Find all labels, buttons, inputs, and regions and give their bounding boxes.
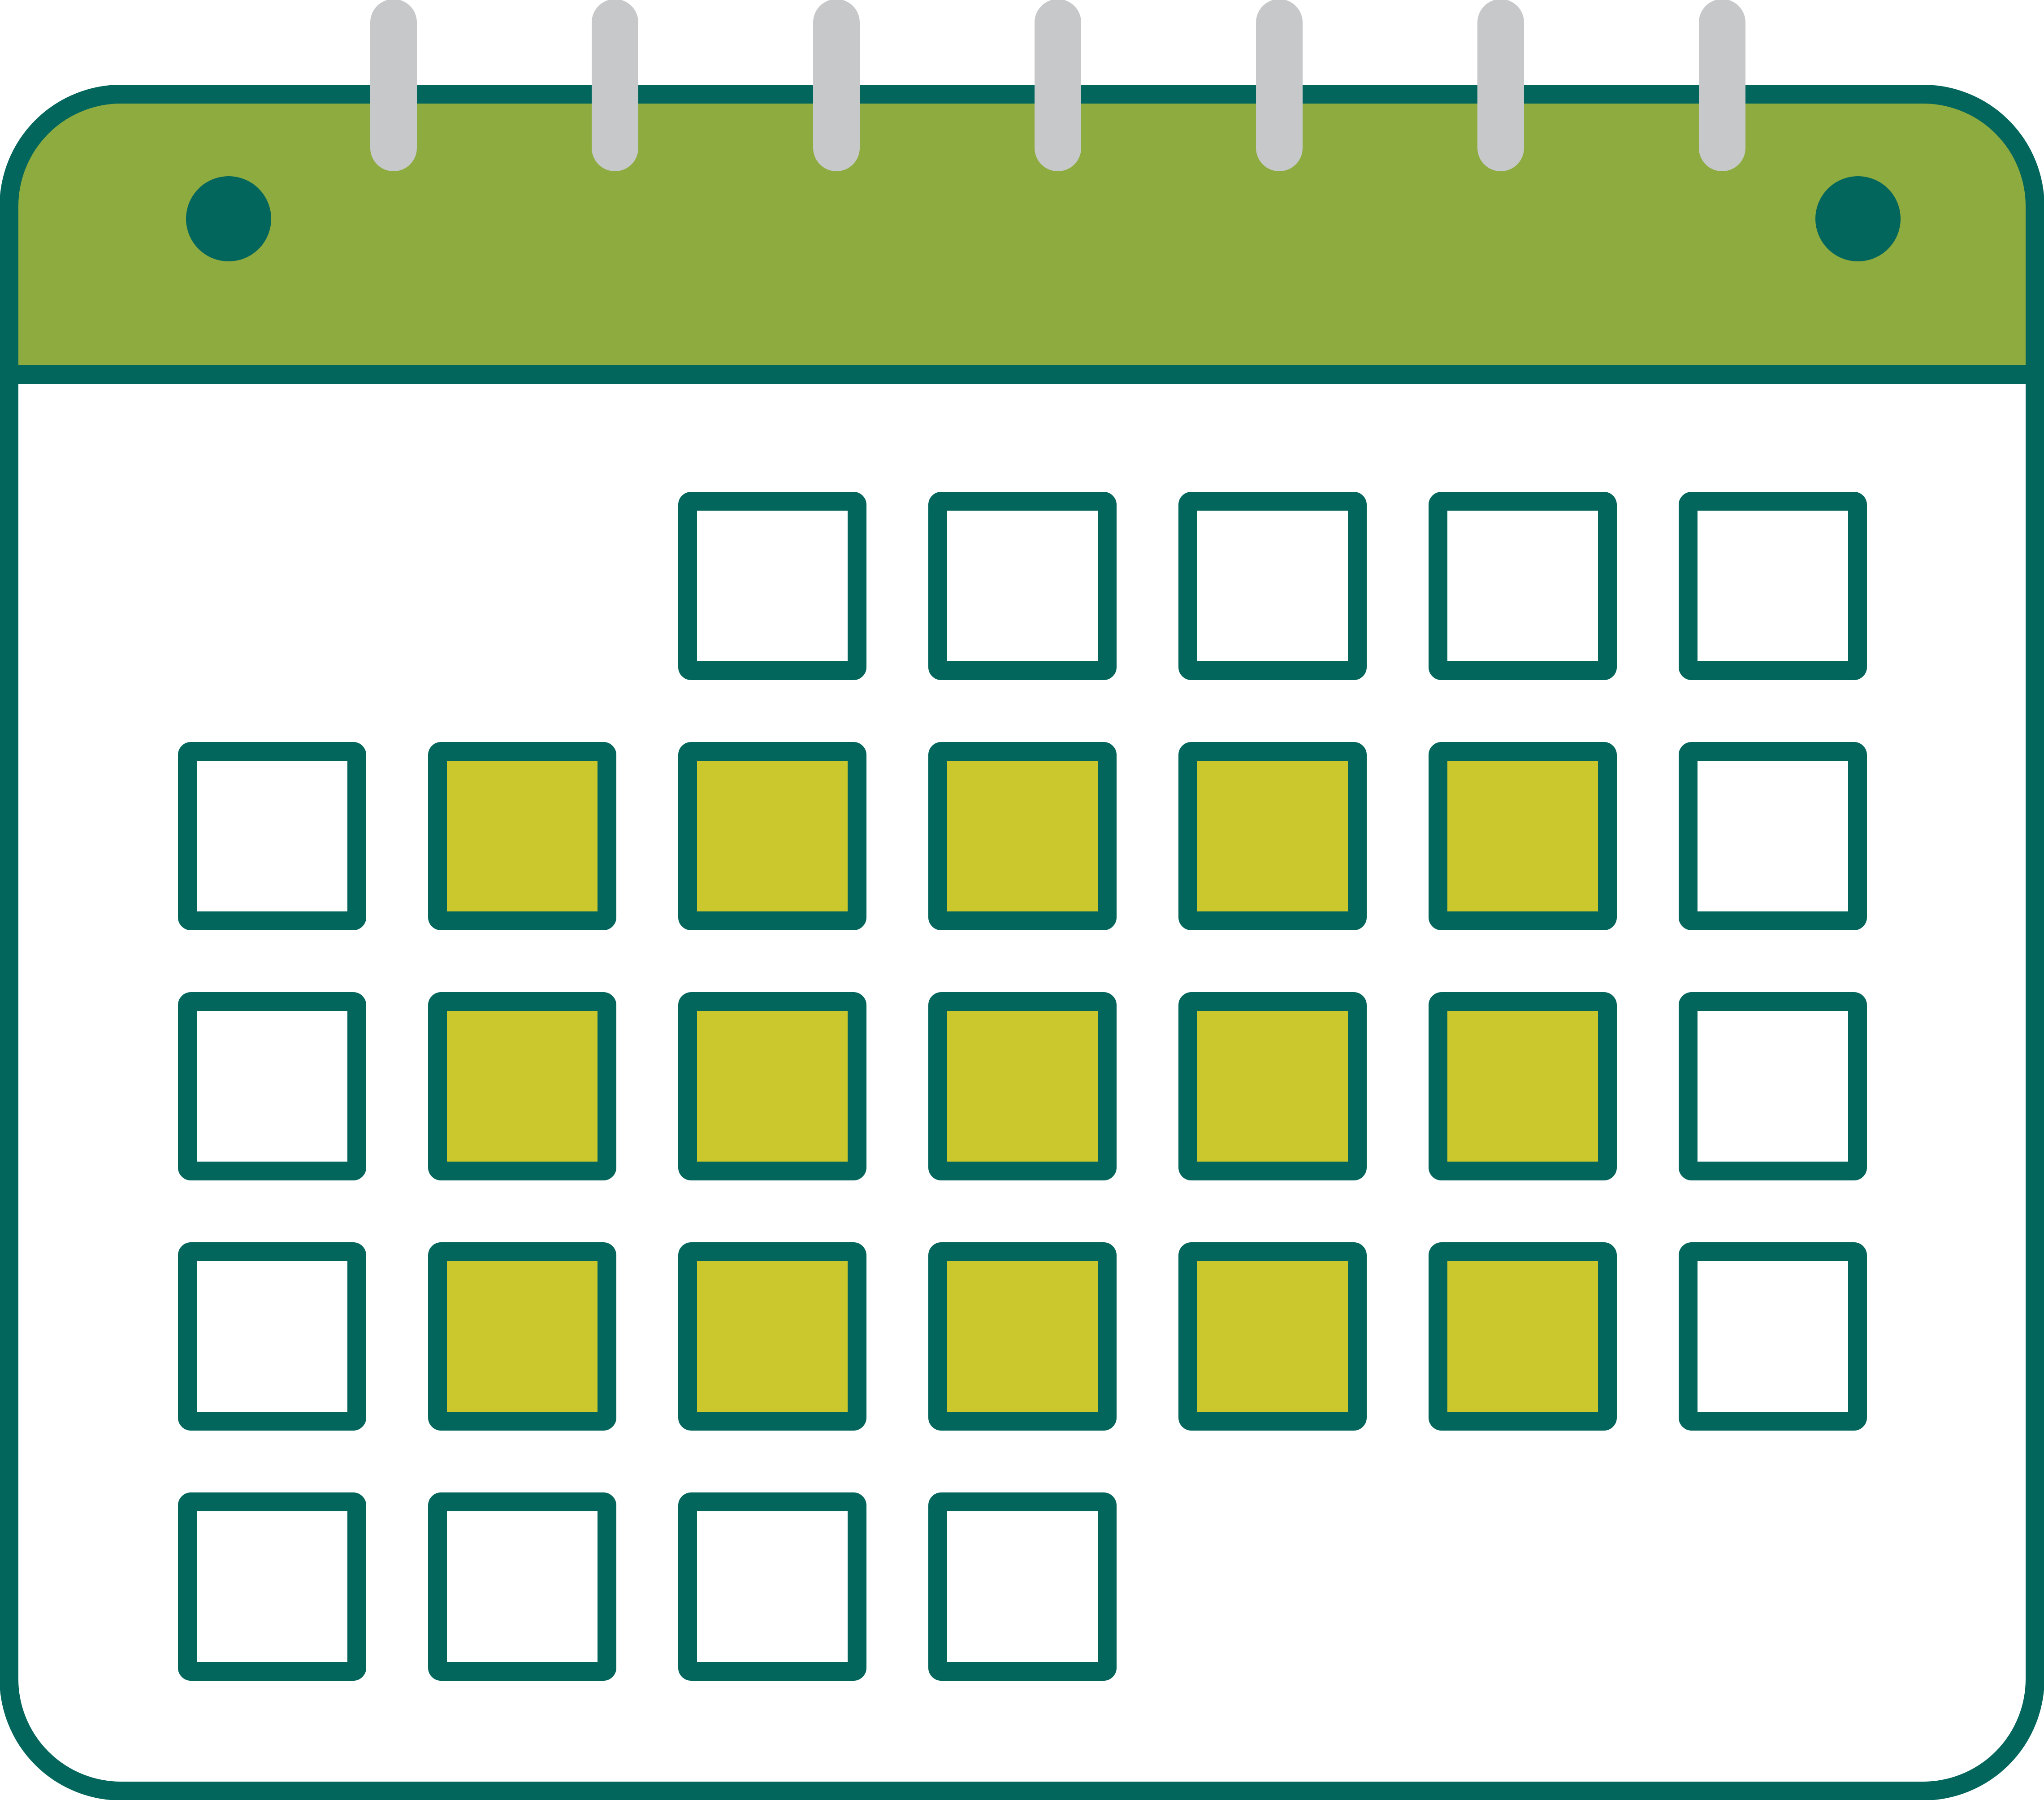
binder-ring-icon xyxy=(1477,0,1524,171)
day-cell xyxy=(928,1492,1117,1681)
day-cell xyxy=(678,492,866,680)
day-cell-highlighted xyxy=(1429,1242,1617,1431)
binding-hole-right-icon xyxy=(1815,176,1901,261)
day-cell-highlighted xyxy=(928,992,1117,1180)
calendar-outline xyxy=(0,85,2044,1800)
binder-ring-icon xyxy=(370,0,417,171)
calendar-header xyxy=(9,94,2035,374)
day-cell-highlighted xyxy=(428,1242,616,1431)
day-cell xyxy=(1429,492,1617,680)
binding-hole-left-icon xyxy=(186,176,271,261)
day-cell xyxy=(1679,1242,1867,1431)
binder-ring-icon xyxy=(1699,0,1745,171)
binder-ring-icon xyxy=(592,0,638,171)
binder-ring-icon xyxy=(1035,0,1081,171)
day-cell-highlighted xyxy=(928,742,1117,930)
binder-rings xyxy=(370,0,1745,171)
binder-ring-icon xyxy=(1256,0,1303,171)
day-cell xyxy=(1679,992,1867,1180)
day-cell xyxy=(178,1242,366,1431)
day-cell xyxy=(1178,492,1367,680)
binder-ring-icon xyxy=(813,0,860,171)
day-cell-highlighted xyxy=(678,992,866,1180)
day-cell xyxy=(178,1492,366,1681)
day-cell-highlighted xyxy=(1429,742,1617,930)
day-cell-highlighted xyxy=(1429,992,1617,1180)
day-cell-highlighted xyxy=(1178,992,1367,1180)
day-cell xyxy=(1679,492,1867,680)
day-cell xyxy=(428,1492,616,1681)
day-cell xyxy=(928,492,1117,680)
day-cell-highlighted xyxy=(678,1242,866,1431)
day-cell xyxy=(678,1492,866,1681)
day-cell-highlighted xyxy=(1178,1242,1367,1431)
day-cell-highlighted xyxy=(678,742,866,930)
day-cell xyxy=(1679,742,1867,930)
day-cell-highlighted xyxy=(928,1242,1117,1431)
day-cell xyxy=(178,992,366,1180)
day-cell-highlighted xyxy=(428,742,616,930)
day-grid xyxy=(178,492,1867,1681)
day-cell-highlighted xyxy=(428,992,616,1180)
day-cell-highlighted xyxy=(1178,742,1367,930)
day-cell xyxy=(178,742,366,930)
